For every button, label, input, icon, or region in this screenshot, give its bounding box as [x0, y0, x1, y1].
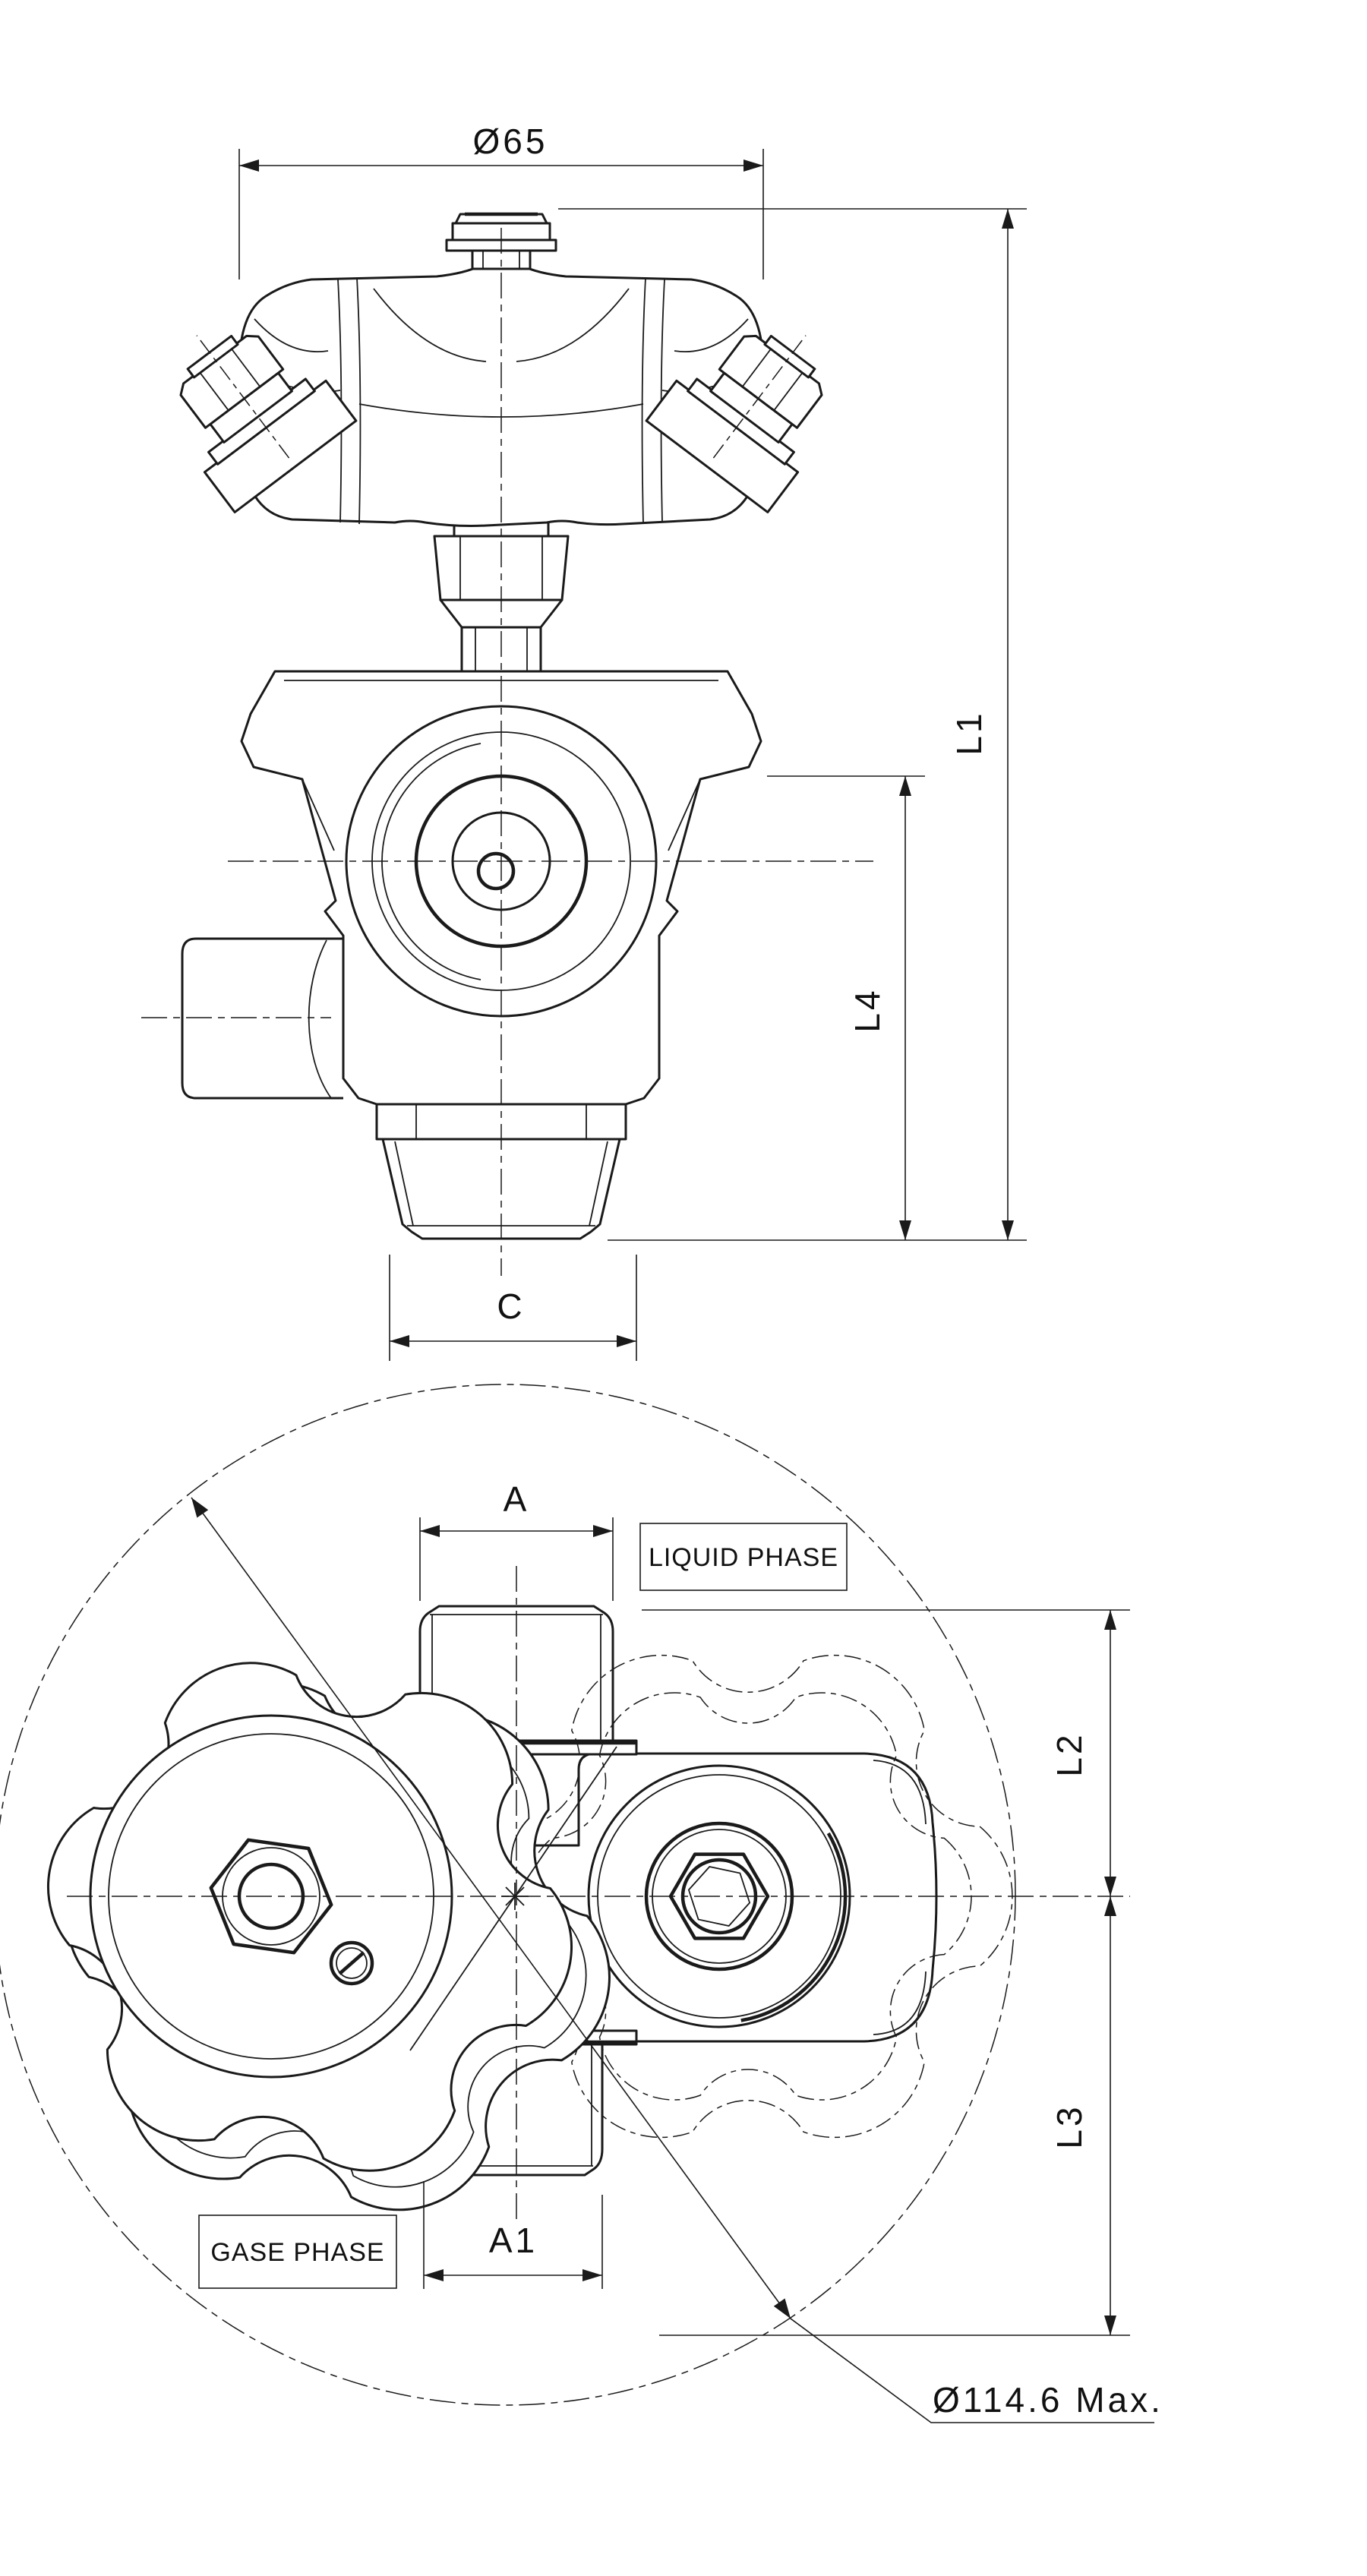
gase-phase-label: GASE PHASE [210, 2238, 384, 2267]
side-stub-fillet [308, 939, 332, 1099]
gase-phase-box: GASE PHASE [198, 2215, 397, 2289]
screw-slot [338, 1951, 365, 1975]
bonnet-hex-flats [459, 536, 543, 600]
ring-highlight-arc [740, 1832, 848, 2022]
dim-liquid-port-width: A [419, 1479, 614, 1601]
bonnet-collar-flats [475, 627, 528, 671]
body-inner-wall-left [301, 778, 335, 851]
dim-center-height: L4 [767, 775, 925, 1240]
dim-label-c: C [497, 1286, 525, 1326]
dim-label-l2: L2 [1050, 1732, 1089, 1776]
right-bolt-axis [712, 335, 807, 459]
body-corner-arc-top [873, 1760, 927, 1825]
body-corner-arc-bottom [873, 1971, 927, 2035]
dim-max-swing-diameter: Ø114.6 Max. [191, 1497, 1163, 2423]
swing-circle [0, 1384, 1016, 2406]
dim-overall-height: L1 [558, 208, 1027, 1241]
dim-gas-port-width: A1 [423, 2181, 603, 2289]
right-bolt-assembly [645, 334, 823, 513]
front-centerlines [141, 228, 873, 1276]
left-bolt-axis [196, 335, 290, 459]
dim-label-l1: L1 [949, 710, 989, 755]
dim-label-l4: L4 [848, 987, 887, 1032]
plug-inner-hex [687, 1866, 751, 1927]
projection-diagonal [409, 1746, 617, 2051]
grub-screw [329, 1940, 374, 1986]
handwheel-plan [46, 1662, 611, 2211]
dim-label-a: A [504, 1479, 530, 1519]
plan-view: A A1 L2 L3 [0, 1384, 1163, 2423]
dim-lower-reach: L3 [659, 1896, 1130, 2336]
liquid-phase-box: LIQUID PHASE [639, 1523, 848, 1591]
dim-label-max-diameter: Ø114.6 Max. [933, 2380, 1163, 2420]
plan-centerlines [67, 1566, 1130, 2225]
liquid-phase-label: LIQUID PHASE [649, 1543, 838, 1572]
dim-label-a1: A1 [489, 2221, 538, 2260]
left-bolt-assembly [179, 334, 358, 513]
dim-label-d65: Ø65 [473, 122, 548, 161]
pilot-hole [476, 851, 516, 891]
dim-upper-reach: L2 [642, 1609, 1130, 1896]
dim-handwheel-diameter: Ø65 [238, 122, 764, 279]
side-stub-boss [181, 937, 343, 1100]
dim-label-l3: L3 [1050, 2104, 1089, 2148]
right-bolt-hex-head [718, 334, 823, 429]
left-bolt-hex-head [179, 334, 285, 429]
front-view: Ø65 L1 L4 C [141, 122, 1027, 1361]
dim-inlet-thread: C [389, 1255, 637, 1361]
body-inner-wall-right [668, 778, 701, 851]
